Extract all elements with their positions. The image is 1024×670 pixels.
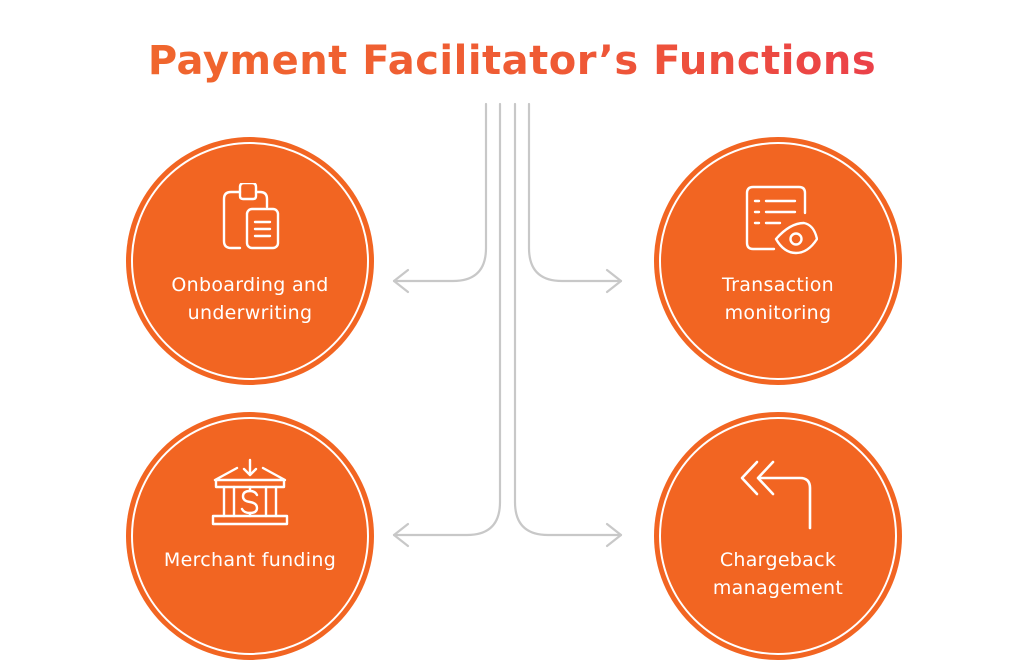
function-monitoring: Transaction monitoring bbox=[654, 137, 902, 385]
node-ring bbox=[131, 142, 369, 380]
connector-chargeback bbox=[513, 102, 623, 537]
clipboard-document-icon bbox=[222, 183, 280, 250]
arrowhead-funding bbox=[392, 522, 410, 548]
function-chargeback: Chargeback management bbox=[654, 412, 902, 660]
function-label: Transaction monitoring bbox=[722, 274, 834, 324]
arrowhead-monitoring bbox=[605, 268, 623, 294]
node-ring bbox=[659, 417, 897, 655]
list-eye-icon bbox=[745, 185, 818, 255]
connector-monitoring bbox=[527, 102, 623, 283]
connector-onboarding bbox=[392, 102, 488, 283]
connector-funding bbox=[392, 102, 502, 537]
bank-dollar-icon bbox=[211, 458, 289, 526]
function-label: Chargeback management bbox=[712, 549, 844, 599]
arrowhead-onboarding bbox=[392, 268, 410, 294]
diagram-title: Payment Facilitator’s Functions bbox=[0, 38, 1024, 84]
function-onboarding: Onboarding and underwriting bbox=[126, 137, 374, 385]
double-return-arrow-icon bbox=[740, 460, 812, 530]
node-ring bbox=[131, 417, 369, 655]
function-funding: Merchant funding bbox=[126, 412, 374, 660]
function-label: Onboarding and underwriting bbox=[171, 274, 329, 324]
function-label: Merchant funding bbox=[163, 549, 337, 571]
node-ring bbox=[659, 142, 897, 380]
arrowhead-chargeback bbox=[605, 522, 623, 548]
